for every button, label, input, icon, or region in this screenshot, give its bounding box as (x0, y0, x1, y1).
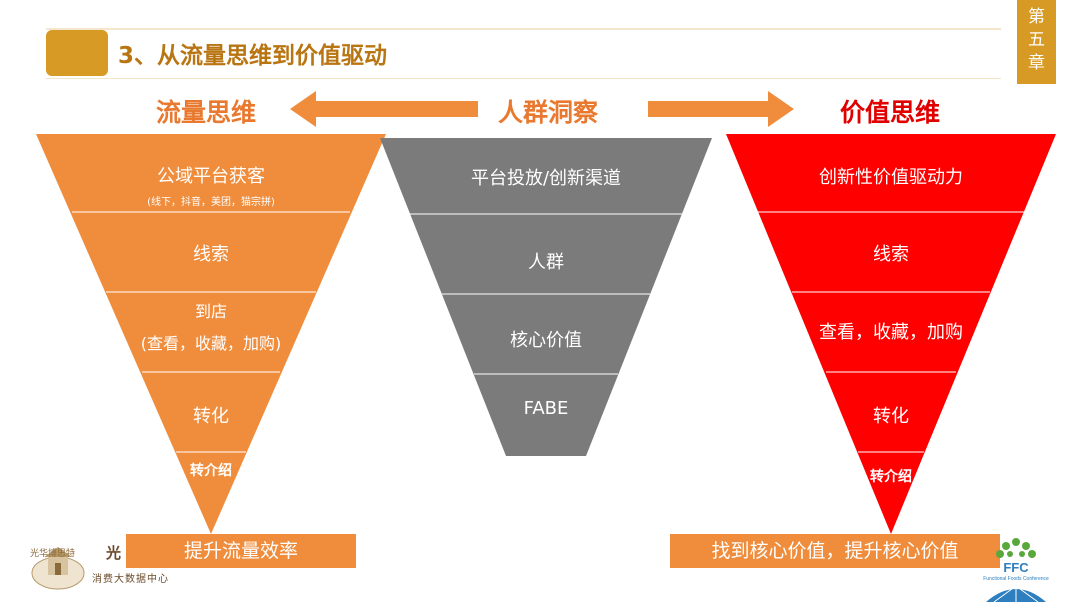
title-underline (46, 78, 1001, 79)
funnel-traffic-level-3-note: (查看，收藏，加购) (140, 334, 282, 353)
ffc-logo-text: FFC (1003, 560, 1029, 575)
logo-left-name: 光华博思特 (30, 549, 76, 559)
bottom-box-value: 找到核心价值，提升核心价值 (670, 534, 1000, 568)
funnel-crowd-level-2: 人群 (528, 252, 564, 273)
ffc-logo-subtext: Functional Foods Conference (983, 576, 1049, 582)
funnel-traffic-level-2: 线索 (193, 244, 229, 265)
logo-left-subtitle: 消费大数据中心 (92, 574, 169, 585)
slide-title: 3、从流量思维到价值驱动 (118, 43, 388, 69)
funnel-value-level-1: 创新性价值驱动力 (819, 167, 963, 188)
funnel-traffic: 公域平台获客 (线下，抖音，美团，猫宗拼) 线索 到店 (查看，收藏，加购) 转… (36, 134, 386, 534)
funnel-traffic-level-1-note: (线下，抖音，美团，猫宗拼) (147, 197, 275, 208)
heading-crowd-insight: 人群洞察 (497, 98, 598, 127)
funnel-traffic-level-3: 到店 (194, 302, 227, 321)
guanghua-logo-icon (31, 547, 85, 590)
funnel-traffic-shape (36, 134, 386, 534)
title-accent-block (46, 30, 108, 76)
chapter-char-2: 五 (1028, 30, 1045, 50)
header-top-rule (46, 28, 1001, 30)
funnel-value-level-4: 转化 (873, 406, 909, 427)
funnel-value-level-3: 查看，收藏，加购 (819, 322, 963, 343)
funnel-traffic-level-5: 转介绍 (190, 463, 232, 479)
funnel-value-level-2: 线索 (873, 244, 909, 265)
funnel-traffic-level-4: 转化 (193, 406, 229, 427)
bottom-box-traffic: 提升流量效率 (126, 534, 356, 568)
funnel-crowd: 平台投放/创新渠道 人群 核心价值 FABE (380, 138, 712, 456)
funnel-crowd-level-4: FABE (523, 398, 569, 419)
funnel-crowd-level-3: 核心价值 (510, 330, 582, 351)
chapter-tab: 第 五 章 (1017, 0, 1056, 84)
arrow-left-icon (290, 91, 478, 127)
chapter-char-3: 章 (1028, 53, 1045, 73)
ffc-logo-icon: FFC Functional Foods Conference (983, 538, 1049, 603)
funnel-traffic-level-1: 公域平台获客 (157, 166, 265, 187)
arrow-right-icon (648, 91, 794, 127)
funnel-crowd-shape (380, 138, 712, 456)
heading-value-thinking: 价值思维 (839, 98, 940, 127)
funnel-value: 创新性价值驱动力 线索 查看，收藏，加购 转化 转介绍 (726, 134, 1056, 534)
funnel-value-shape (726, 134, 1056, 534)
logo-left-short: 光 (106, 544, 122, 562)
heading-traffic-thinking: 流量思维 (155, 98, 256, 127)
funnel-value-level-5: 转介绍 (870, 469, 912, 485)
chapter-char-1: 第 (1028, 7, 1045, 27)
funnel-crowd-level-1: 平台投放/创新渠道 (470, 168, 622, 189)
